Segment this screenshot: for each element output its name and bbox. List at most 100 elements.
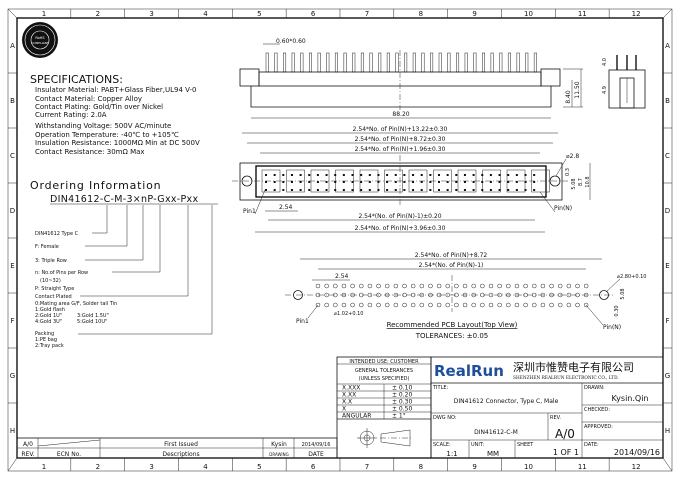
- tolerance-value: ± 0.10: [392, 385, 412, 392]
- contact-pin: [429, 181, 432, 183]
- pcb-hole: [350, 292, 355, 298]
- contact-pin: [515, 189, 518, 191]
- column-label: 8: [419, 10, 423, 18]
- pcb-hole: [384, 283, 390, 289]
- drawing-number: DIN41612-C-M: [474, 429, 518, 436]
- pcb-hole: [410, 283, 416, 289]
- contact-pin: [412, 174, 415, 176]
- pcb-hole: [549, 292, 554, 298]
- date-value: 2014/09/16: [614, 448, 660, 457]
- pcb-hole: [384, 292, 390, 298]
- column-label: 12: [632, 463, 641, 471]
- intended-use: INTENDED USE: CUSTOMER: [349, 359, 419, 365]
- side-dimension-2: 4.9: [602, 86, 608, 94]
- scale-value: 1:1: [446, 450, 457, 458]
- revision-table: A/0 First Issued Kysin 2014/09/16 REV. E…: [16, 437, 338, 459]
- contact-pin: [429, 189, 432, 191]
- pcb-hole: [428, 302, 433, 308]
- pcb-hole: [557, 283, 563, 289]
- column-label: 4: [203, 10, 208, 18]
- pcb-hole: [532, 283, 537, 289]
- contact-pin: [446, 189, 449, 191]
- pin: [525, 52, 529, 73]
- pcb-hole: [480, 302, 485, 308]
- pin: [430, 52, 434, 73]
- contact-pin: [455, 174, 458, 176]
- date-header: DATE: [308, 451, 324, 458]
- tolerance-key: X.XX: [342, 392, 356, 399]
- pcb-hole: [523, 302, 528, 308]
- row-label: D: [10, 207, 15, 215]
- contact-cavity: [531, 169, 550, 193]
- pcb-hole: [436, 292, 442, 298]
- column-label: 9: [472, 463, 476, 471]
- contact-pin: [299, 174, 302, 176]
- row-label: C: [665, 152, 670, 160]
- dimension-label: 2.54*(No. of Pin(N)-1): [419, 262, 484, 269]
- row-label: E: [665, 262, 669, 270]
- pcb-hole: [497, 292, 502, 298]
- pin: [369, 52, 373, 73]
- pin: [464, 52, 468, 73]
- pcb-hole: [402, 283, 407, 289]
- pin: [473, 52, 477, 73]
- option-female: F: Female: [35, 244, 59, 250]
- packing-option: 2:Tray pack: [35, 343, 64, 349]
- pcb-layout: 2.54*No. of Pin(N)+8.72 2.54*(No. of Pin…: [285, 252, 646, 340]
- contact-pin: [438, 174, 440, 176]
- dimension-label: 2.54*No. of Pin(N)+1.96±0.30: [355, 146, 446, 153]
- column-label: 3: [149, 10, 153, 18]
- option-packing: Packing: [35, 331, 54, 337]
- pcb-hole: [514, 292, 520, 298]
- rohs-stamp: RoHS COMPLIANT: [22, 22, 58, 58]
- pcb-hole: [471, 283, 476, 289]
- rev-drawer: Kysin: [271, 441, 287, 448]
- column-label: 12: [632, 10, 641, 18]
- option-type: DIN41612 Type C: [35, 231, 79, 237]
- contact-cavity: [457, 169, 477, 193]
- contact-pin: [334, 181, 337, 183]
- svg-text:COMPLIANT: COMPLIANT: [31, 41, 49, 45]
- contact-pin: [498, 181, 501, 183]
- contact-pin: [273, 189, 276, 191]
- spec-line: Withstanding Voltage: 500V AC/minute: [35, 122, 171, 130]
- contact-pin: [377, 181, 380, 183]
- spec-line: Current Rating: 2.0A: [35, 111, 107, 119]
- row-label: H: [10, 427, 15, 435]
- body-height-dimension: 8.40: [565, 90, 572, 104]
- column-label: 9: [472, 10, 476, 18]
- contact-pin: [282, 174, 285, 176]
- pcb-hole: [523, 283, 528, 289]
- contact-cavity: [261, 169, 281, 193]
- tolerance-key: X.X: [342, 399, 352, 406]
- dwg-label: DWG NO:: [433, 415, 457, 421]
- pcb-hole: [506, 283, 511, 289]
- pcb-hole: [514, 283, 520, 289]
- rev-label: REV.: [550, 415, 561, 421]
- pcb-hole: [462, 283, 468, 289]
- dimension-label: 2.54*No. of Pin(N)+3.96±0.30: [355, 225, 446, 232]
- contact-pin: [351, 174, 354, 176]
- pcb-hole: [480, 283, 485, 289]
- specifications-heading: SPECIFICATIONS:: [30, 73, 123, 86]
- pin: [334, 52, 338, 73]
- contact-cavity: [310, 169, 330, 193]
- pcb-hole: [488, 283, 494, 289]
- contact-pin: [282, 189, 285, 191]
- pcb-hole: [315, 283, 321, 289]
- hole-label: ⌀2.8: [566, 153, 579, 160]
- dimension-label: 2.54*No. of Pin(N)+8.72±0.30: [355, 136, 446, 143]
- contact-pin: [351, 181, 354, 183]
- pin: [456, 52, 460, 73]
- pin: [317, 52, 321, 73]
- contact-pin: [282, 181, 285, 183]
- contact-pin: [507, 189, 510, 191]
- contact-pin: [377, 174, 380, 176]
- column-label: 7: [365, 463, 369, 471]
- contact-pin: [308, 189, 311, 191]
- pcb-hole: [436, 302, 442, 308]
- pcb-tolerance: TOLERANCES: ±0.05: [415, 332, 489, 340]
- pin: [395, 52, 399, 73]
- pcb-hole: [532, 302, 537, 308]
- pin: [274, 52, 278, 73]
